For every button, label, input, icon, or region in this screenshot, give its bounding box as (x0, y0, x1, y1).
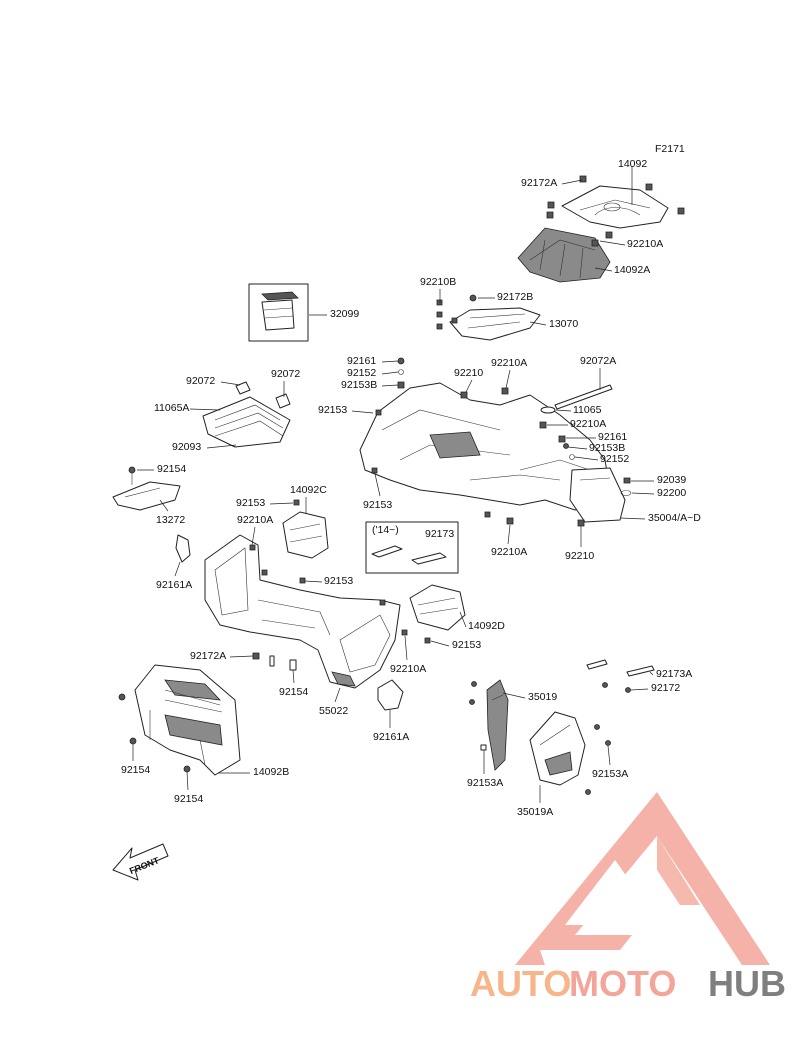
part-label-l-92154-d: 92154 (174, 793, 203, 805)
part-label-l-92152-r: 92152 (600, 453, 629, 465)
inset-92173-drawing: ('14~) (365, 521, 459, 574)
part-label-l-92153-d: 92153 (324, 575, 353, 587)
part-label-l-92210A-low: 92210A (390, 663, 426, 675)
watermark-text: AUTO MOTO HUB (470, 963, 786, 1004)
part-label-l-92153A-l: 92153A (467, 777, 503, 789)
seal-92161A-left (175, 534, 191, 563)
part-label-l-92154-c: 92154 (121, 764, 150, 776)
part-label-l-92172B: 92172B (497, 291, 533, 303)
part-label-l-92072-right: 92072 (271, 368, 300, 380)
plate-13272-drawing (112, 466, 181, 511)
part-label-l-92153A-r: 92153A (592, 768, 628, 780)
duct-14092C-drawing (282, 499, 329, 559)
part-label-l-92039: 92039 (657, 474, 686, 486)
part-label-l-92152: 92152 (347, 367, 376, 379)
part-label-l-92200: 92200 (657, 487, 686, 499)
watermark-moto: MOTO (569, 963, 676, 1004)
part-label-l-14092D: 14092D (468, 620, 505, 632)
filter-32099-drawing (248, 283, 309, 342)
part-label-l-92154-a: 92154 (157, 463, 186, 475)
part-label-l-92210-r: 92210 (565, 550, 594, 562)
part-label-l-14092B: 14092B (253, 766, 289, 778)
watermark-logo (515, 792, 770, 965)
watermark-auto: AUTO (470, 963, 571, 1004)
part-label-l-55022: 55022 (319, 705, 348, 717)
front-arrow-icon: FRONT (112, 843, 169, 881)
part-label-l-35004: 35004/A~D (648, 512, 701, 524)
inset-year-label: ('14~) (372, 524, 399, 536)
part-label-l-92210A-top: 92210A (627, 238, 663, 250)
part-label-l-92161: 92161 (347, 355, 376, 367)
duct-14092D-drawing (409, 584, 466, 644)
part-label-l-92173A: 92173A (656, 668, 692, 680)
bracket-35019A-drawing (529, 659, 655, 795)
part-label-l-92210A-r: 92210A (570, 418, 606, 430)
figure-code: F2171 (655, 143, 685, 155)
part-label-l-92154-b: 92154 (279, 686, 308, 698)
leader-lines (132, 166, 655, 803)
part-label-l-35019A: 35019A (517, 806, 553, 818)
part-labels: 14092 92172A 92210A 14092A 92210B 92172B 13070… (121, 158, 701, 818)
part-label-l-14092: 14092 (618, 158, 647, 170)
part-label-l-92161A-l: 92161A (156, 579, 192, 591)
bracket-35019-drawing (469, 679, 509, 771)
part-label-l-92153-e: 92153 (452, 639, 481, 651)
part-label-l-92210A-bm: 92210A (491, 546, 527, 558)
seal-92161A-bottom (377, 679, 404, 711)
watermark-hub: HUB (708, 963, 786, 1004)
lower-fasteners (252, 652, 297, 671)
lid-11065A-drawing (202, 381, 291, 448)
cover-14092A-drawing (517, 227, 613, 283)
part-label-l-14092C: 14092C (290, 484, 327, 496)
part-label-l-92072-left: 92072 (186, 375, 215, 387)
part-label-l-92153-c: 92153 (363, 499, 392, 511)
part-label-l-32099: 32099 (330, 308, 359, 320)
bracket-13070-drawing (436, 294, 541, 341)
part-label-l-13272: 13272 (156, 514, 185, 526)
part-label-l-92210-mid: 92210 (454, 367, 483, 379)
part-label-l-92161A-b: 92161A (373, 731, 409, 743)
part-label-l-35019: 35019 (528, 691, 557, 703)
part-label-l-92161-r: 92161 (598, 431, 627, 443)
part-label-l-92173-inset: 92173 (425, 528, 454, 540)
part-label-l-14092A: 14092A (614, 264, 650, 276)
part-label-l-92153-a: 92153 (318, 404, 347, 416)
cover-14092-drawing (546, 175, 685, 229)
part-label-l-92172A-low: 92172A (190, 650, 226, 662)
part-label-l-92210A-mid: 92210A (491, 357, 527, 369)
part-label-l-92210B: 92210B (420, 276, 456, 288)
part-label-l-92172-r: 92172 (651, 682, 680, 694)
part-label-l-92072A: 92072A (580, 355, 616, 367)
part-label-l-11065A: 11065A (154, 402, 189, 414)
part-label-l-92093: 92093 (172, 441, 201, 453)
part-label-l-11065: 11065 (573, 404, 602, 416)
part-label-l-92153B-r: 92153B (589, 442, 625, 454)
part-label-l-92153-b: 92153 (236, 497, 265, 509)
grille-14092B-drawing (118, 664, 241, 776)
rod-92072A-drawing (554, 384, 613, 410)
front-fender-drawing (359, 357, 632, 527)
part-label-l-92172A-top: 92172A (521, 177, 557, 189)
part-label-l-92153B: 92153B (341, 379, 377, 391)
part-label-l-13070: 13070 (549, 318, 578, 330)
part-label-l-92210A-lm: 92210A (237, 514, 273, 526)
front-guard-55022-drawing (204, 534, 408, 689)
